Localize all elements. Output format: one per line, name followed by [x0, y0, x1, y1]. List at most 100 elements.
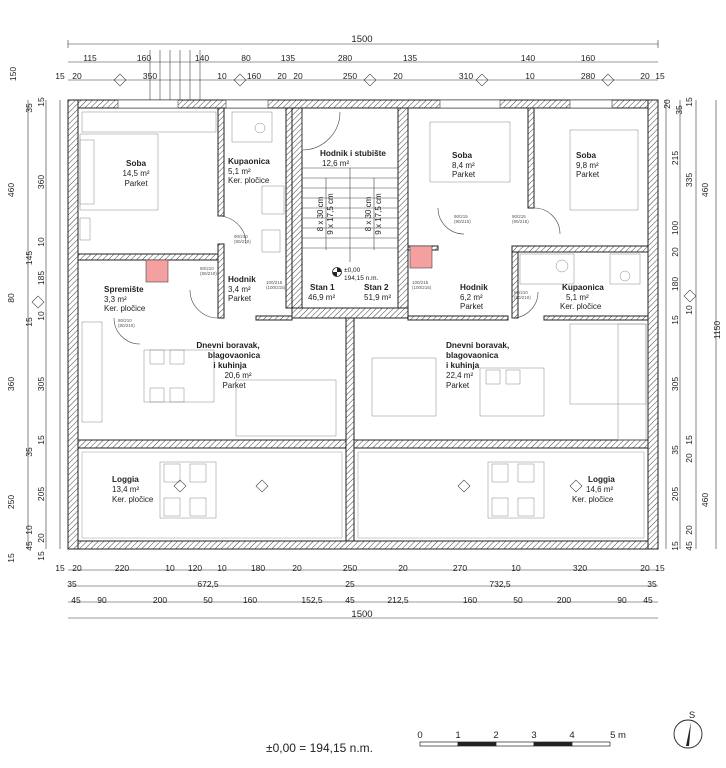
dim-top-r2-1: 20: [72, 71, 82, 81]
svg-text:15: 15: [670, 541, 680, 551]
svg-text:80: 80: [6, 293, 16, 303]
svg-text:90/215: 90/215: [512, 214, 526, 219]
staircase: [302, 167, 398, 262]
svg-text:51,9 m²: 51,9 m²: [364, 293, 391, 302]
svg-text:250: 250: [6, 495, 16, 509]
svg-text:15: 15: [24, 317, 34, 327]
room-kupaonica-left: Kupaonica 5,1 m² Ker. pločice: [228, 157, 270, 185]
dim-top-r1-7: 140: [521, 53, 535, 63]
svg-text:Hodnik: Hodnik: [228, 275, 256, 284]
bottom-dimensions: 15 20 220 10 120 10 180 20 250 20 270 10…: [55, 563, 665, 620]
svg-text:(100/215): (100/215): [266, 285, 286, 290]
door-labels: 90/210 (90/210) 80/210 (80/210) 100/215 …: [118, 214, 531, 328]
svg-text:20: 20: [36, 533, 46, 543]
svg-text:80/210: 80/210: [200, 266, 214, 271]
svg-text:20: 20: [72, 563, 82, 573]
svg-text:80/210: 80/210: [514, 290, 528, 295]
svg-text:100: 100: [670, 221, 680, 235]
svg-text:150: 150: [8, 67, 18, 81]
svg-text:Loggia: Loggia: [588, 475, 615, 484]
svg-text:460: 460: [700, 183, 710, 197]
window-marker-icons: [31, 73, 697, 493]
stair-label-3: 8 x 30 cm: [364, 196, 373, 231]
svg-text:Parket: Parket: [222, 381, 246, 390]
svg-text:Parket: Parket: [228, 294, 252, 303]
shaft-left: [145, 259, 169, 283]
svg-text:(90/215): (90/215): [512, 219, 529, 224]
svg-text:Soba: Soba: [126, 159, 146, 168]
svg-text:15: 15: [36, 551, 46, 561]
svg-text:blagovaonica: blagovaonica: [208, 351, 261, 360]
room-soba-right: Soba 9,8 m² Parket: [576, 151, 600, 179]
svg-text:90: 90: [617, 595, 627, 605]
svg-text:90/210: 90/210: [234, 234, 248, 239]
stair-label-2: 9 x 17,5 cm: [326, 193, 335, 235]
svg-text:20: 20: [662, 99, 672, 109]
svg-text:14,5 m²: 14,5 m²: [122, 169, 149, 178]
svg-text:215: 215: [670, 151, 680, 165]
svg-text:15: 15: [684, 97, 694, 107]
svg-text:3,3 m²: 3,3 m²: [104, 295, 127, 304]
svg-text:i kuhinja: i kuhinja: [446, 361, 480, 370]
svg-text:Ker. pločice: Ker. pločice: [104, 304, 146, 313]
svg-text:8,4 m²: 8,4 m²: [452, 161, 475, 170]
room-soba-mid-right: Soba 8,4 m² Parket: [452, 151, 476, 179]
svg-text:460: 460: [6, 183, 16, 197]
svg-text:(80/210): (80/210): [514, 295, 531, 300]
left-dimensions: 150 460 80 360 250 15 35 15 360 10 145 1…: [6, 67, 61, 563]
svg-text:15: 15: [6, 553, 16, 563]
svg-text:45: 45: [684, 541, 694, 551]
svg-text:Ker. pločice: Ker. pločice: [560, 302, 602, 311]
scale-bar: [419, 741, 611, 747]
dim-top-r2-9: 310: [459, 71, 473, 81]
dim-top-r1-6: 135: [403, 53, 417, 63]
level-marker-icon: [332, 267, 342, 277]
svg-text:1150: 1150: [712, 321, 722, 340]
svg-text:45: 45: [71, 595, 81, 605]
svg-text:90/215: 90/215: [454, 214, 468, 219]
svg-text:205: 205: [36, 487, 46, 501]
svg-text:212,5: 212,5: [387, 595, 409, 605]
dim-top-r2-2: 350: [143, 71, 157, 81]
outer-walls: [67, 99, 659, 550]
svg-text:10: 10: [36, 237, 46, 247]
svg-text:35: 35: [24, 447, 34, 457]
svg-text:20: 20: [640, 563, 650, 573]
scale-tick-1: 1: [455, 730, 460, 741]
svg-text:14,6 m²: 14,6 m²: [586, 485, 613, 494]
stair-label-1: 8 x 30 cm: [316, 196, 325, 231]
svg-text:Parket: Parket: [576, 170, 600, 179]
svg-text:Soba: Soba: [452, 151, 472, 160]
svg-text:Parket: Parket: [452, 170, 476, 179]
dim-top-r2-13: 15: [655, 71, 665, 81]
svg-text:152,5: 152,5: [301, 595, 323, 605]
dim-top-r2-3: 10: [217, 71, 227, 81]
svg-text:20: 20: [684, 525, 694, 535]
svg-text:732,5: 732,5: [489, 579, 511, 589]
svg-text:35: 35: [647, 579, 657, 589]
dim-top-r2-6: 20: [293, 71, 303, 81]
right-dimensions: 20 15 35 215 335 100 20 180 10 15 305 15…: [662, 97, 722, 551]
svg-text:360: 360: [6, 377, 16, 391]
svg-text:460: 460: [700, 493, 710, 507]
svg-text:22,4 m²: 22,4 m²: [446, 371, 473, 380]
svg-text:35: 35: [670, 445, 680, 455]
svg-text:12,6 m²: 12,6 m²: [322, 159, 349, 168]
room-dnevni-right: Dnevni boravak, blagovaonica i kuhinja 2…: [446, 341, 509, 390]
svg-text:25: 25: [345, 579, 355, 589]
dim-top-r2-4: 160: [247, 71, 261, 81]
scale-tick-2: 2: [493, 730, 498, 741]
svg-text:Dnevni boravak,: Dnevni boravak,: [196, 341, 259, 350]
svg-text:Ker. pločice: Ker. pločice: [228, 176, 270, 185]
dim-top-r1-1: 160: [137, 53, 151, 63]
scale-tick-5: 5 m: [610, 730, 626, 741]
svg-text:Stan 1: Stan 1: [310, 283, 335, 292]
dim-top-r1-8: 160: [581, 53, 595, 63]
svg-text:100/215: 100/215: [266, 280, 283, 285]
svg-text:15: 15: [36, 97, 46, 107]
dim-top-r1-3: 80: [241, 53, 251, 63]
shaft-right: [409, 245, 433, 269]
svg-text:5,1 m²: 5,1 m²: [228, 167, 251, 176]
dim-top-r2-5: 20: [277, 71, 287, 81]
